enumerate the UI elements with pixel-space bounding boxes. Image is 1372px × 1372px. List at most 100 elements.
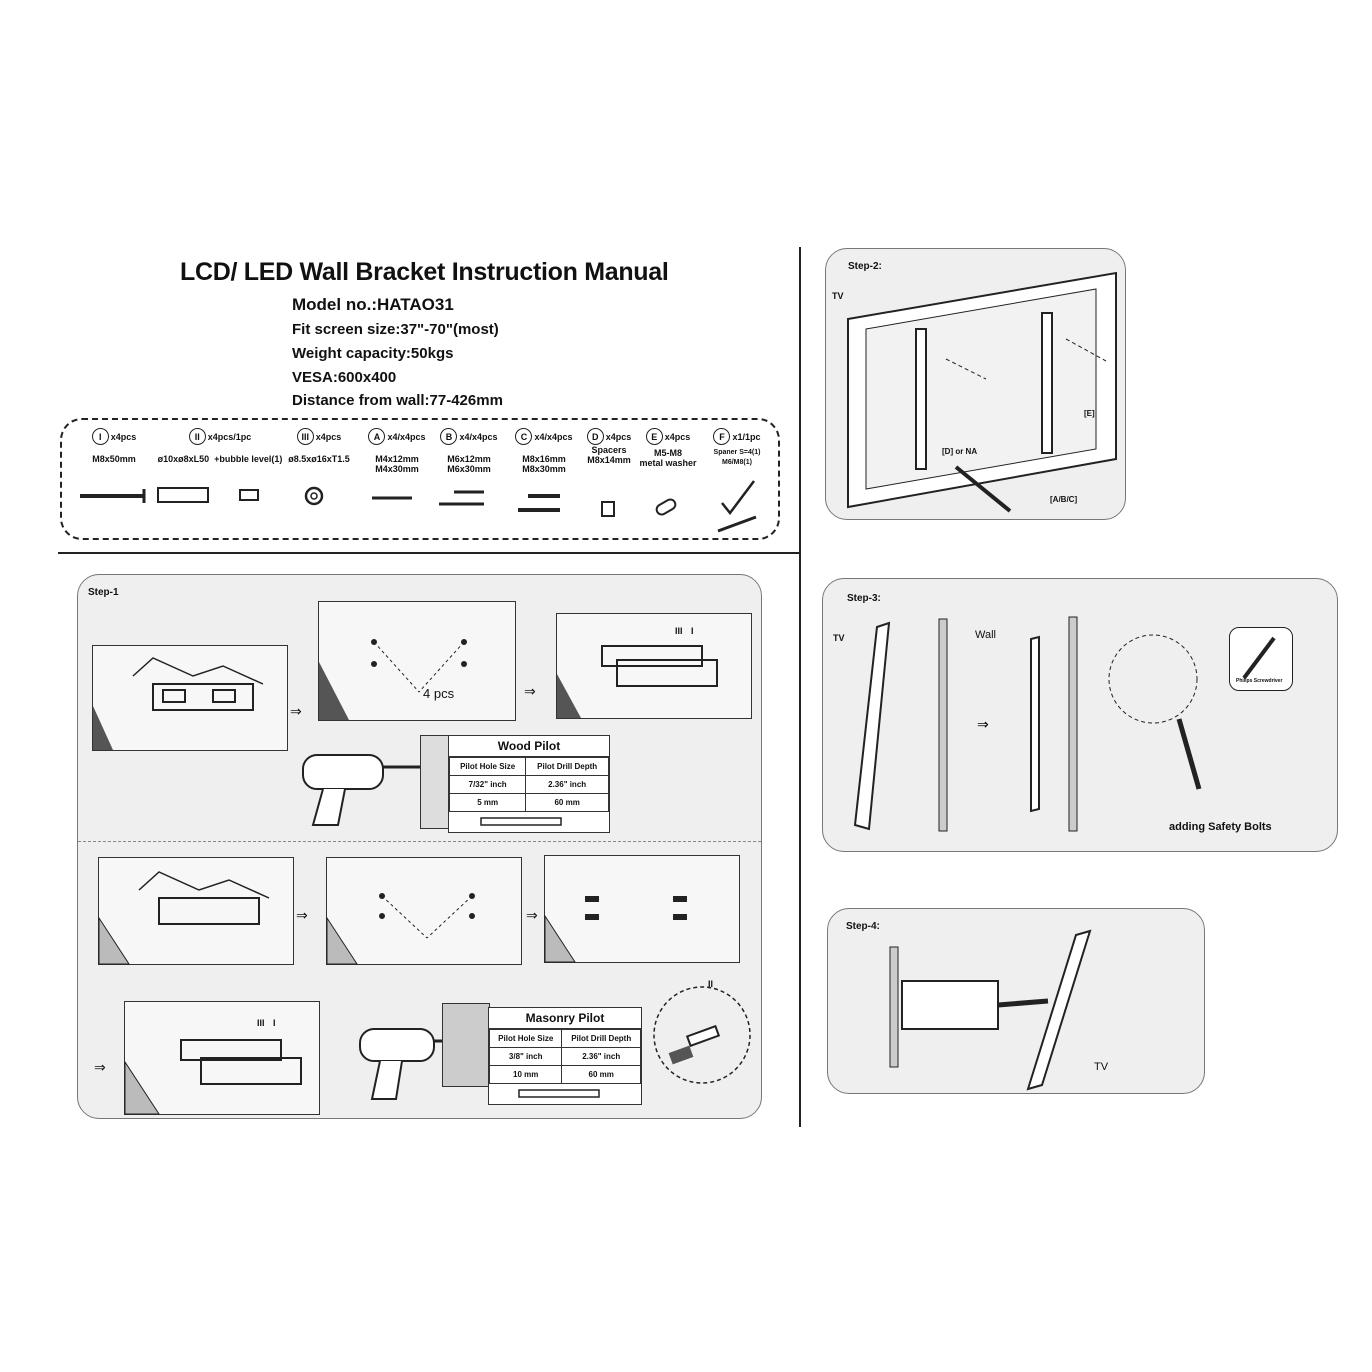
masonry-wall-diagram-3 bbox=[544, 855, 740, 963]
masonry-wall-diagram-2 bbox=[326, 857, 522, 965]
callout-washer: III bbox=[257, 1018, 265, 1028]
part-qty: x4pcs bbox=[605, 431, 632, 442]
arrow-icon: ⇒ bbox=[296, 907, 308, 923]
step-2-panel: Step-2: TV [D] or NA [E] [A/B/C] bbox=[825, 248, 1126, 520]
bracket-icon bbox=[98, 871, 270, 965]
wood-screw-icon bbox=[80, 489, 146, 503]
svg-text:⇒: ⇒ bbox=[977, 716, 989, 732]
drill-bit-icon bbox=[480, 817, 562, 826]
table-cell: 60 mm bbox=[525, 793, 609, 812]
vertical-divider bbox=[799, 247, 801, 1127]
callout-screw: I bbox=[273, 1018, 276, 1028]
weight-capacity: Weight capacity:50kgs bbox=[292, 345, 454, 362]
distance-from-wall: Distance from wall:77-426mm bbox=[292, 392, 503, 409]
part-qty: x1/1pc bbox=[732, 431, 761, 442]
arrow-icon: ⇒ bbox=[290, 703, 302, 719]
manual-title: LCD/ LED Wall Bracket Instruction Manual bbox=[180, 258, 669, 286]
metal-washer-icon bbox=[655, 498, 677, 516]
part-size: M4x12mm M4x30mm bbox=[375, 454, 419, 474]
callout-bolts: [A/B/C] bbox=[1050, 495, 1078, 504]
drill-holes-icon bbox=[326, 893, 475, 965]
safety-bolts-note: adding Safety Bolts bbox=[1169, 821, 1272, 833]
table-cell: 2.36" inch bbox=[525, 775, 609, 794]
part-size: ø8.5xø16xT1.5 bbox=[288, 454, 350, 464]
callout-anchor: II bbox=[708, 979, 714, 989]
part-id: C bbox=[515, 428, 533, 445]
part-qty: x4pcs bbox=[110, 431, 137, 442]
tv-label: TV bbox=[832, 291, 844, 301]
part-id: A bbox=[368, 428, 386, 445]
drill-holes-icon bbox=[319, 639, 467, 720]
part-id: I bbox=[91, 428, 109, 445]
power-drill-icon bbox=[359, 1028, 470, 1100]
part-size: Spaner S=4(1) M6/M8(1) bbox=[713, 449, 761, 466]
table-header: Pilot Drill Depth bbox=[525, 757, 609, 776]
callout-washer: [E] bbox=[1084, 409, 1095, 418]
washer-icon bbox=[304, 486, 324, 506]
table-cell: 5 mm bbox=[448, 793, 527, 812]
screwdriver-callout: Philips Screwdriver bbox=[1229, 627, 1293, 691]
drill-note: 4 pcs bbox=[423, 686, 455, 701]
hang-tv-on-wall-icon: ⇒ bbox=[853, 616, 1202, 832]
bolt-b-icon bbox=[439, 490, 484, 506]
part-size: ø10xø8xL50 +bubble level(1) bbox=[157, 454, 283, 464]
part-qty: x4/x4pcs bbox=[534, 431, 573, 442]
part-size: M8x50mm bbox=[92, 454, 136, 464]
step-2-label: Step-2: bbox=[848, 261, 882, 272]
bracket-mounted-icon bbox=[124, 1039, 302, 1115]
part-id: F bbox=[713, 428, 731, 445]
bracket-icon bbox=[93, 657, 264, 750]
extended-arm-tv-icon bbox=[889, 929, 1092, 1091]
masonry-wall-diagram-4: III I bbox=[124, 1001, 320, 1115]
step-3-panel: Step-3: TV Wall ⇒ Philips Screwdriver ad… bbox=[822, 578, 1338, 852]
callout-spacer: [D] or NA bbox=[942, 447, 978, 456]
part-id: B bbox=[440, 428, 458, 445]
vesa-spec: VESA:600x400 bbox=[292, 369, 397, 386]
table-cell: 3/8" inch bbox=[488, 1047, 563, 1066]
wood-wall-diagram-3: III I bbox=[556, 613, 752, 719]
wall-anchor-icon bbox=[157, 487, 259, 503]
spacer-icon bbox=[601, 501, 615, 517]
table-cell: 10 mm bbox=[488, 1065, 563, 1084]
tv-bracket-attach-icon bbox=[847, 271, 1117, 513]
wood-wall-diagram-1 bbox=[92, 645, 288, 751]
part-size: Spacers M8x14mm bbox=[587, 445, 631, 465]
masonry-wall-diagram-1 bbox=[98, 857, 294, 965]
anchors-icon bbox=[544, 896, 687, 963]
table-cell: 7/32" inch bbox=[448, 775, 527, 794]
wood-wall-diagram-2: 4 pcs bbox=[318, 601, 516, 721]
step-3-label: Step-3: bbox=[847, 593, 881, 604]
step-1-panel: Step-1 ⇒ 4 pcs ⇒ III I Wood Pilot Pilot … bbox=[77, 574, 762, 1119]
table-header: Pilot Hole Size bbox=[488, 1029, 563, 1048]
part-qty: x4/x4pcs bbox=[459, 431, 498, 442]
part-qty: x4pcs bbox=[315, 431, 342, 442]
step-4-panel: Step-4: TV bbox=[827, 908, 1205, 1094]
part-qty: x4pcs/1pc bbox=[207, 431, 252, 442]
power-drill-icon bbox=[302, 754, 433, 826]
part-qty: x4pcs bbox=[664, 431, 691, 442]
callout-washer: III bbox=[675, 626, 683, 636]
part-qty: x4/x4pcs bbox=[387, 431, 426, 442]
step-4-label: Step-4: bbox=[846, 921, 880, 932]
tv-label: TV bbox=[833, 633, 845, 643]
part-id: III bbox=[296, 428, 314, 445]
wall-label: Wall bbox=[975, 629, 996, 641]
step-1-separator bbox=[78, 841, 761, 843]
table-cell: 2.36" inch bbox=[561, 1047, 641, 1066]
screwdriver-label: Philips Screwdriver bbox=[1236, 678, 1283, 684]
part-id: D bbox=[586, 428, 604, 445]
hammer-anchor-detail-icon bbox=[653, 986, 751, 1084]
callout-screw: I bbox=[691, 626, 694, 636]
part-size: M8x16mm M8x30mm bbox=[522, 454, 566, 474]
table-header: Pilot Drill Depth bbox=[561, 1029, 641, 1048]
part-id: II bbox=[188, 428, 206, 445]
